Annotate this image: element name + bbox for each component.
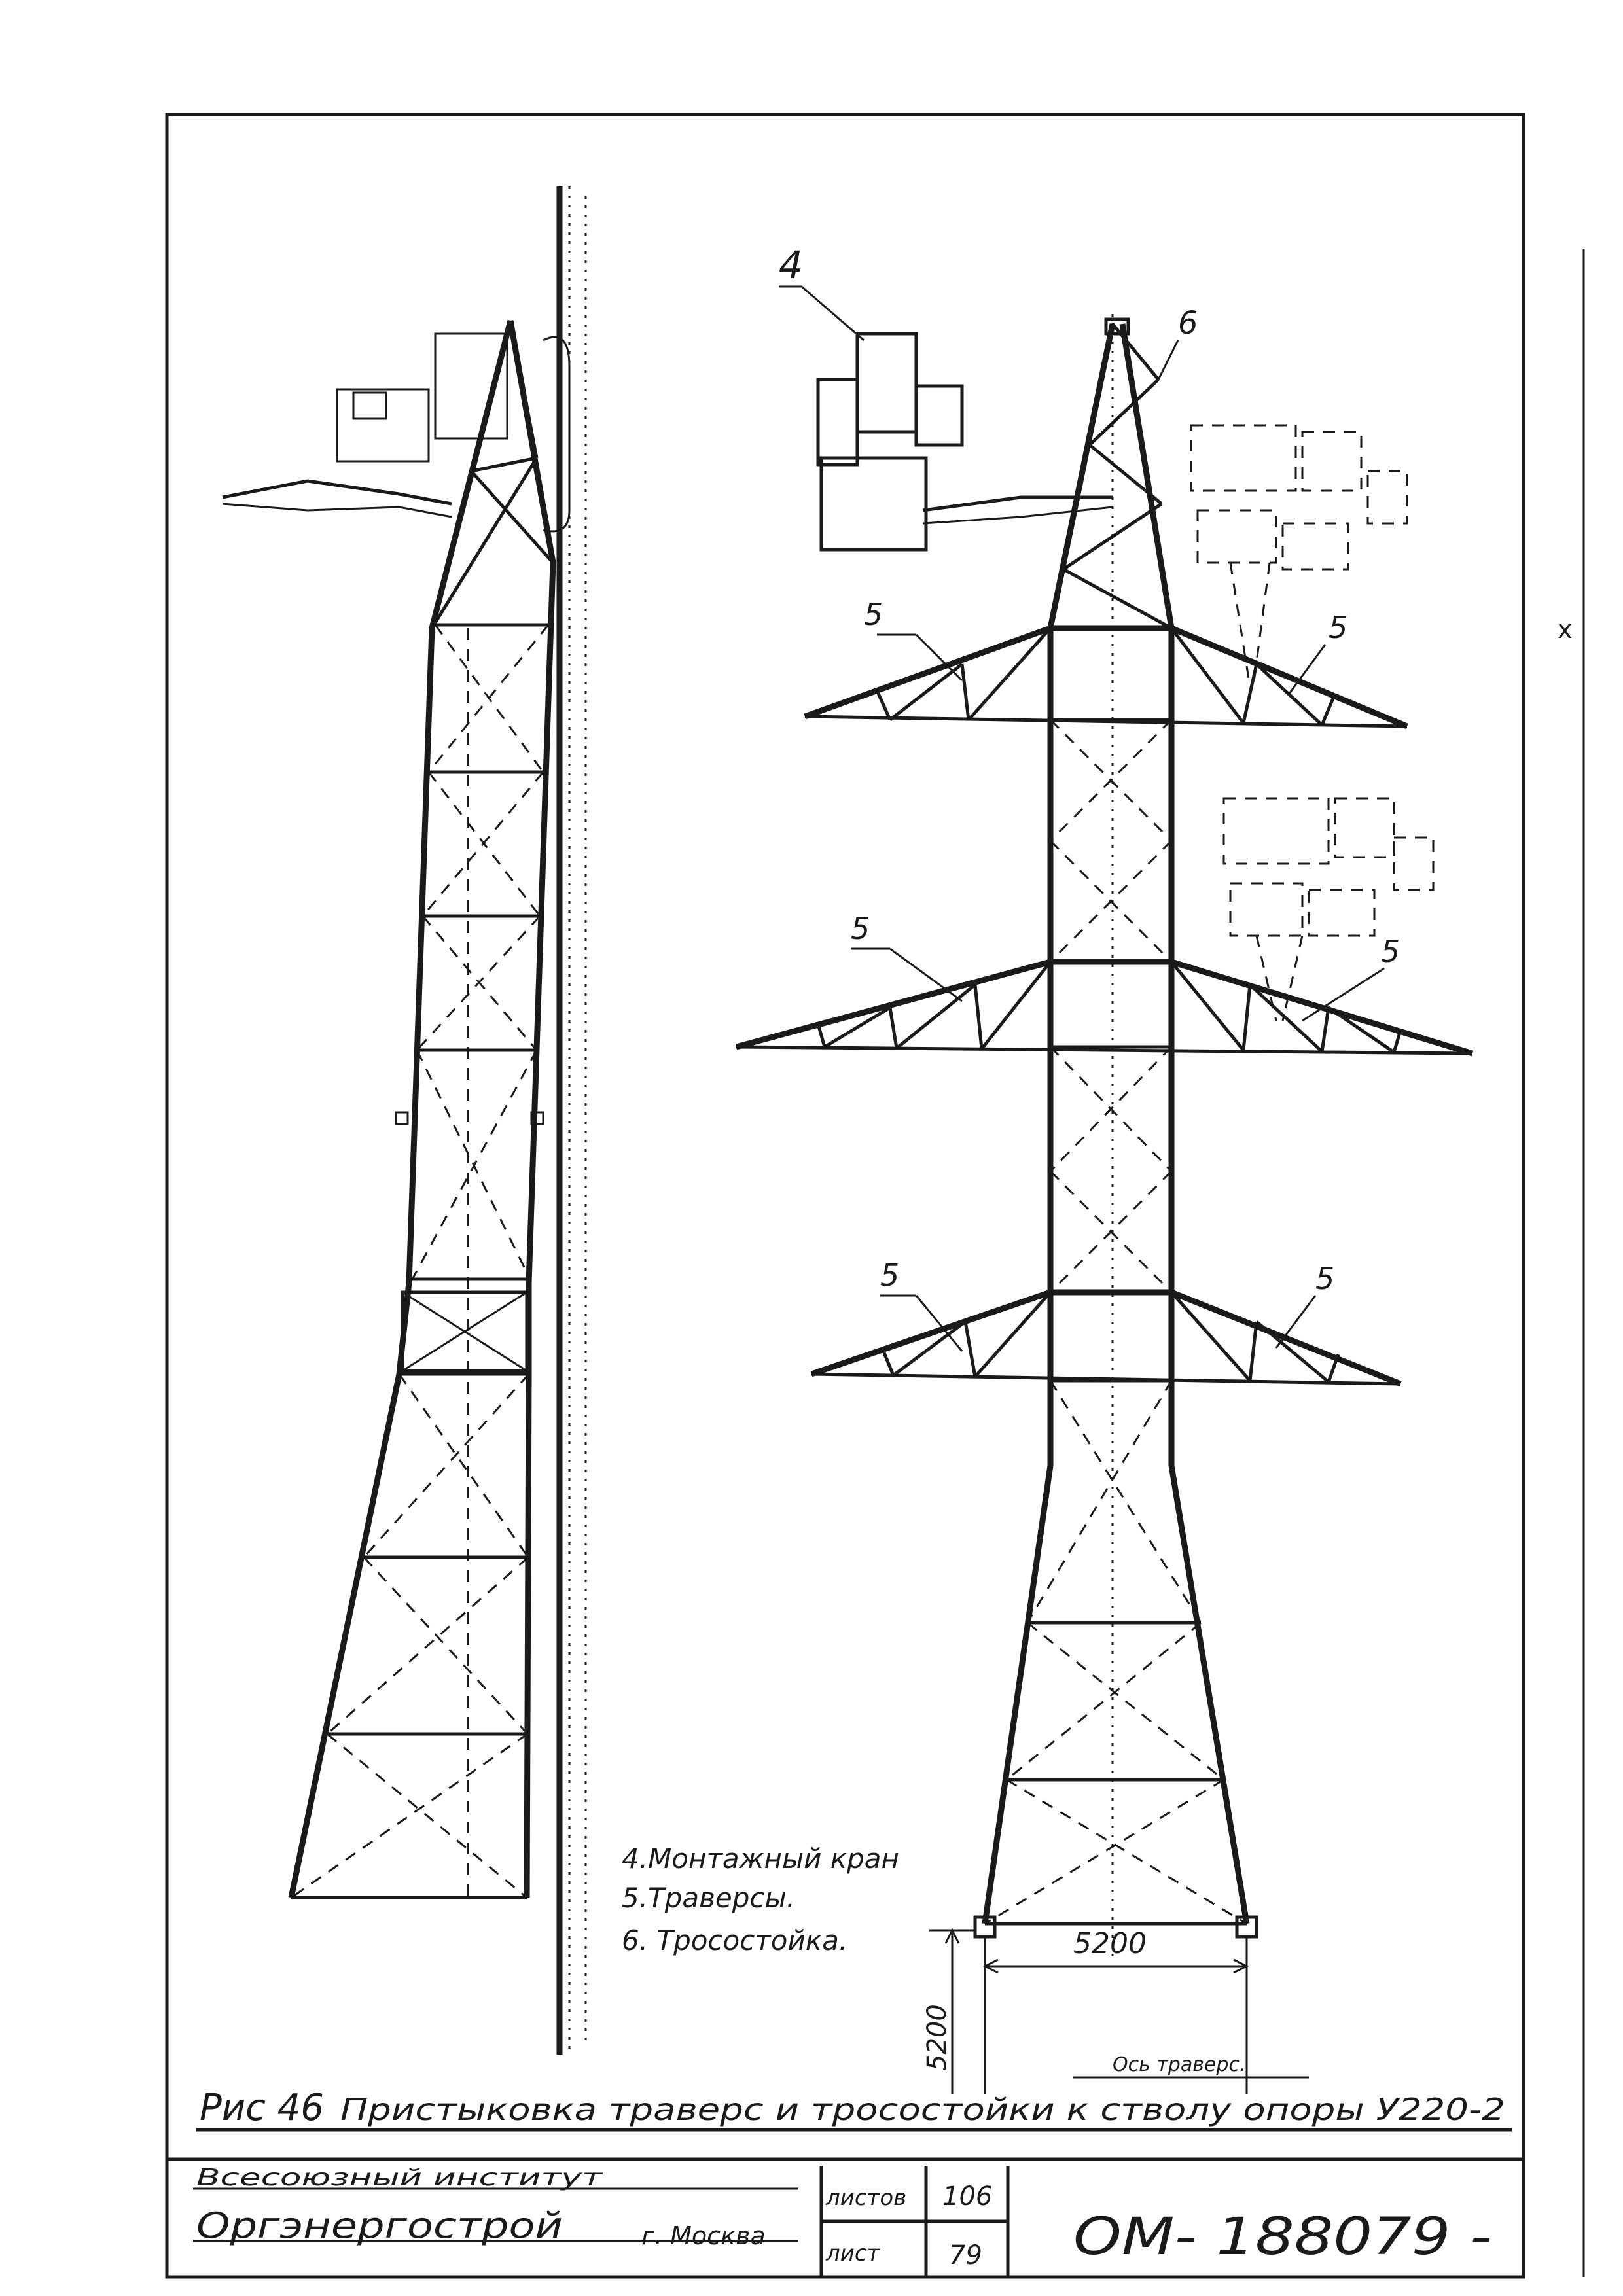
legend-item-crossarms: 5.Траверсы. — [622, 1882, 795, 1914]
figure-caption: Рис 46 Пристыковка траверс и тросостойки… — [196, 2087, 1512, 2132]
title-organization: Оргэнергострой — [196, 2205, 563, 2246]
svg-text:x: x — [1558, 615, 1573, 644]
crane-side-sketch — [222, 332, 571, 533]
crossarm-lower — [810, 1289, 1402, 1387]
dimension-base-height: 5200 — [922, 2004, 952, 2071]
title-sheets-label: листов — [825, 2185, 906, 2211]
crossarm-upper — [804, 625, 1408, 730]
title-sheet-value: 79 — [949, 2240, 982, 2270]
title-sheet-label: лист — [825, 2240, 881, 2267]
legend-item-crane: 4.Монтажный кран — [622, 1843, 899, 1875]
callout-crossarm-3r: 5 — [1315, 1261, 1334, 1296]
crane-front-sketch — [816, 332, 1113, 552]
tower-side-view — [222, 186, 587, 2055]
drawing-frame: x — [165, 113, 1585, 2279]
crane-position-ghost — [1190, 424, 1435, 1021]
callout-crossarm-1l: 5 — [864, 597, 883, 632]
caption-prefix: Рис 46 — [200, 2087, 324, 2129]
caption-text: Пристыковка траверс и тросостойки к ство… — [340, 2092, 1505, 2127]
tower-front-view — [735, 285, 1474, 1963]
dimension-base-width: 5200 — [1073, 1927, 1147, 1960]
callout-crossarm-2r: 5 — [1381, 934, 1400, 969]
crossarm-middle — [735, 959, 1474, 1057]
title-city: г. Москва — [641, 2221, 766, 2250]
legend: 4.Монтажный кран 5.Траверсы. 6. Трососто… — [622, 1843, 899, 1956]
callout-labels: 4 6 5 5 5 5 5 5 — [779, 243, 1400, 1296]
callout-crane: 4 — [779, 243, 803, 287]
title-document-code: ОМ- 188079 - — [1073, 2208, 1492, 2267]
title-sheets-value: 106 — [942, 2181, 992, 2212]
callout-crossarm-2l: 5 — [851, 911, 870, 946]
callout-cable-post: 6 — [1178, 305, 1198, 342]
callout-crossarm-1r: 5 — [1329, 610, 1347, 645]
title-institute-line: Всесоюзный институт — [196, 2164, 603, 2191]
axis-label: Ось траверс. — [1113, 2053, 1245, 2076]
dimension-lines — [929, 1928, 1309, 2094]
legend-item-cable-post: 6. Тросостойка. — [622, 1924, 847, 1956]
callout-crossarm-3l: 5 — [880, 1258, 899, 1293]
title-block: Всесоюзный институт Оргэнергострой г. Мо… — [193, 2164, 1492, 2277]
